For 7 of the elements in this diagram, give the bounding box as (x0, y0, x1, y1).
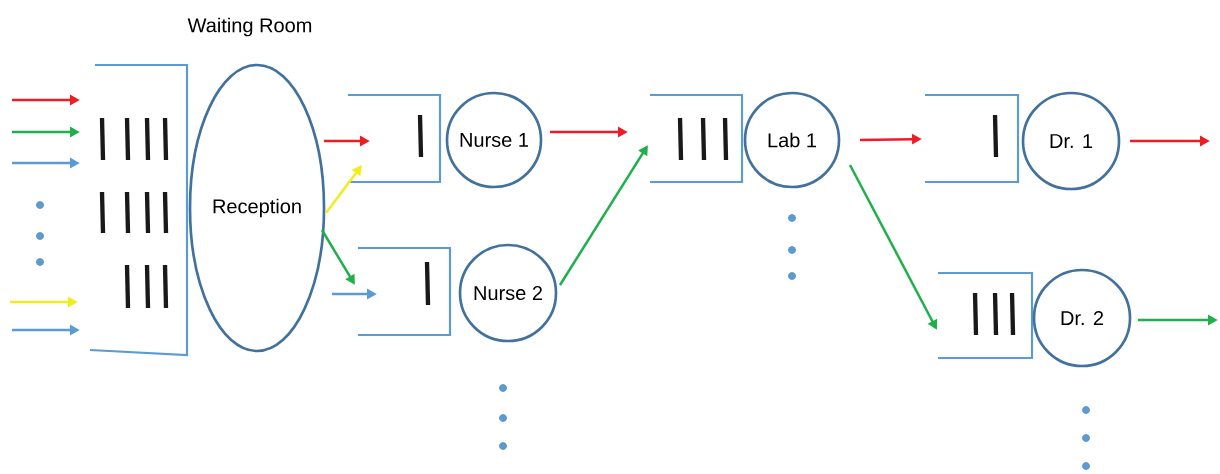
heading: Waiting Room (187, 17, 312, 37)
queue-bracket (650, 93, 744, 184)
queue-bracket (925, 93, 1020, 184)
waiting-room-queue (89, 63, 189, 357)
queue-bracket (348, 93, 442, 184)
queue-bracket (358, 246, 452, 337)
queue-bracket (938, 271, 1034, 360)
